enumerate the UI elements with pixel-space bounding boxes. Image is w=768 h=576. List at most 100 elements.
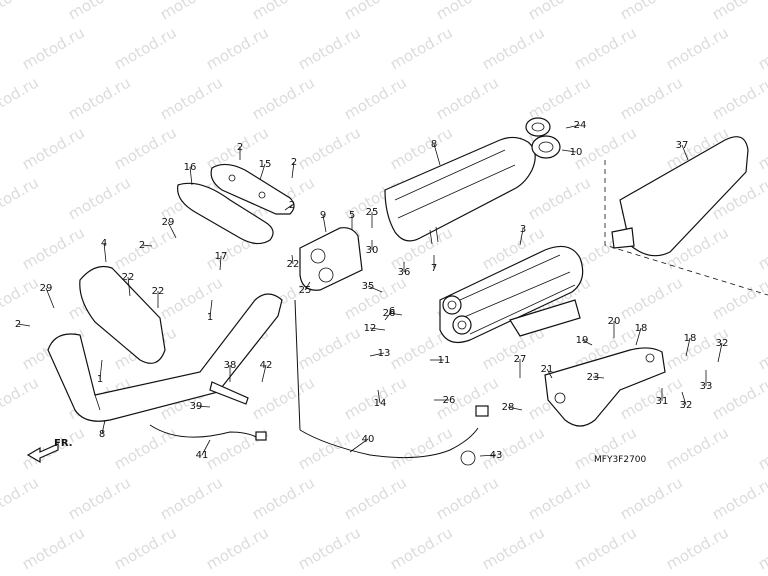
callout-number-31: 31	[656, 396, 669, 407]
callout-number-7: 7	[431, 263, 437, 274]
callout-leader-line	[507, 406, 523, 411]
watermark-text: motod.ru	[0, 373, 42, 423]
watermark-text: motod.ru	[295, 123, 364, 173]
watermark-text: motod.ru	[65, 73, 134, 123]
callout-leader-line	[433, 143, 441, 166]
callout-number-13: 13	[378, 348, 391, 359]
callout-number-4: 4	[101, 238, 107, 249]
callout-number-2: 2	[237, 142, 243, 153]
callout-leader-line	[546, 368, 553, 379]
watermark-text: motod.ru	[663, 423, 732, 473]
watermark-text: motod.ru	[617, 273, 686, 323]
callout-number-2: 2	[139, 240, 145, 251]
watermark-text: motod.ru	[111, 123, 180, 173]
callout-leader-line	[261, 364, 267, 383]
watermark-text: motod.ru	[0, 173, 42, 223]
callout-number-25: 25	[299, 285, 312, 296]
callout-leader-line	[561, 149, 577, 153]
joint-part-9	[299, 227, 363, 291]
callout-number-28: 28	[502, 402, 515, 413]
watermark-text: motod.ru	[571, 523, 640, 573]
diagram-code: MFY3F2700	[594, 455, 647, 465]
callout-leader-line	[685, 337, 691, 357]
leader-sensor-40	[294, 299, 301, 431]
watermark-text: motod.ru	[249, 373, 318, 423]
callout-number-19: 19	[576, 335, 589, 346]
callout-leader-line	[592, 376, 605, 379]
callout-number-26: 26	[443, 395, 456, 406]
watermark-text: motod.ru	[755, 123, 768, 173]
watermark-text: motod.ru	[525, 0, 594, 23]
callout-leader-line	[304, 281, 311, 291]
callout-number-23: 23	[587, 372, 600, 383]
callout-number-18: 18	[684, 333, 697, 344]
watermark-text: motod.ru	[525, 73, 594, 123]
callout-number-17: 17	[215, 251, 228, 262]
muffler-bracket-part-21	[544, 347, 666, 427]
callout-number-2: 2	[289, 200, 295, 211]
callout-leader-line	[349, 438, 369, 453]
watermark-text: motod.ru	[341, 0, 410, 23]
callout-leader-line	[167, 221, 177, 239]
watermark-text: motod.ru	[433, 73, 502, 123]
callout-leader-line	[103, 242, 107, 263]
callout-number-32: 32	[716, 338, 729, 349]
callout-leader-line	[681, 391, 687, 406]
callout-leader-line	[367, 285, 383, 293]
watermark-text: motod.ru	[295, 423, 364, 473]
watermark-text: motod.ru	[65, 0, 134, 23]
callout-leader-line	[259, 163, 266, 181]
callout-leader-line	[479, 454, 497, 457]
heat-shield-part-16	[177, 182, 274, 245]
callout-leader-line	[101, 419, 106, 435]
callout-number-15: 15	[259, 159, 272, 170]
muffler-cover-part-8	[384, 136, 536, 245]
callout-number-32: 32	[680, 400, 693, 411]
callout-number-42: 42	[260, 360, 273, 371]
callout-number-26: 26	[383, 308, 396, 319]
callout-number-43: 43	[490, 450, 503, 461]
watermark-text: motod.ru	[387, 523, 456, 573]
callout-number-24: 24	[574, 120, 587, 131]
watermark-text: motod.ru	[111, 23, 180, 73]
watermark-text: motod.ru	[249, 73, 318, 123]
watermark-text: motod.ru	[157, 273, 226, 323]
watermark-text: motod.ru	[0, 73, 42, 123]
callout-number-20: 20	[608, 316, 621, 327]
callout-number-35: 35	[362, 281, 375, 292]
callout-leader-line	[377, 389, 381, 404]
callout-number-5: 5	[349, 210, 355, 221]
watermark-text: motod.ru	[249, 473, 318, 523]
watermark-text: motod.ru	[111, 423, 180, 473]
watermark-text: motod.ru	[65, 173, 134, 223]
watermark-text: motod.ru	[755, 223, 768, 273]
muffler-part-37	[611, 136, 749, 257]
callout-leader-line	[17, 323, 31, 327]
callout-leader-line	[384, 310, 393, 321]
callout-leader-line	[99, 359, 103, 380]
callout-layer: 1122222345678891011121314151617181819202…	[15, 120, 729, 461]
callout-number-18: 18	[635, 323, 648, 334]
callout-leader-line	[201, 439, 211, 456]
watermark-text: motod.ru	[755, 323, 768, 373]
callout-number-1: 1	[97, 374, 103, 385]
connector-part-40	[475, 405, 489, 417]
callout-leader-line	[565, 124, 581, 129]
gasket-part-10	[525, 117, 561, 159]
watermark-text: motod.ru	[709, 473, 768, 523]
watermark-text: motod.ru	[295, 323, 364, 373]
front-arrow-icon	[26, 443, 59, 464]
callout-leader-line	[717, 342, 723, 363]
watermark-text: motod.ru	[525, 173, 594, 223]
callout-number-2: 2	[291, 157, 297, 168]
watermark-text: motod.ru	[479, 523, 548, 573]
callout-leader-line	[284, 204, 293, 211]
watermark-text: motod.ru	[755, 423, 768, 473]
watermark-text: motod.ru	[295, 23, 364, 73]
watermark-text: motod.ru	[157, 73, 226, 123]
bracket-part-38	[209, 381, 249, 405]
callout-number-8: 8	[431, 139, 437, 150]
callout-leader-line	[519, 228, 524, 246]
callout-number-40: 40	[362, 434, 375, 445]
